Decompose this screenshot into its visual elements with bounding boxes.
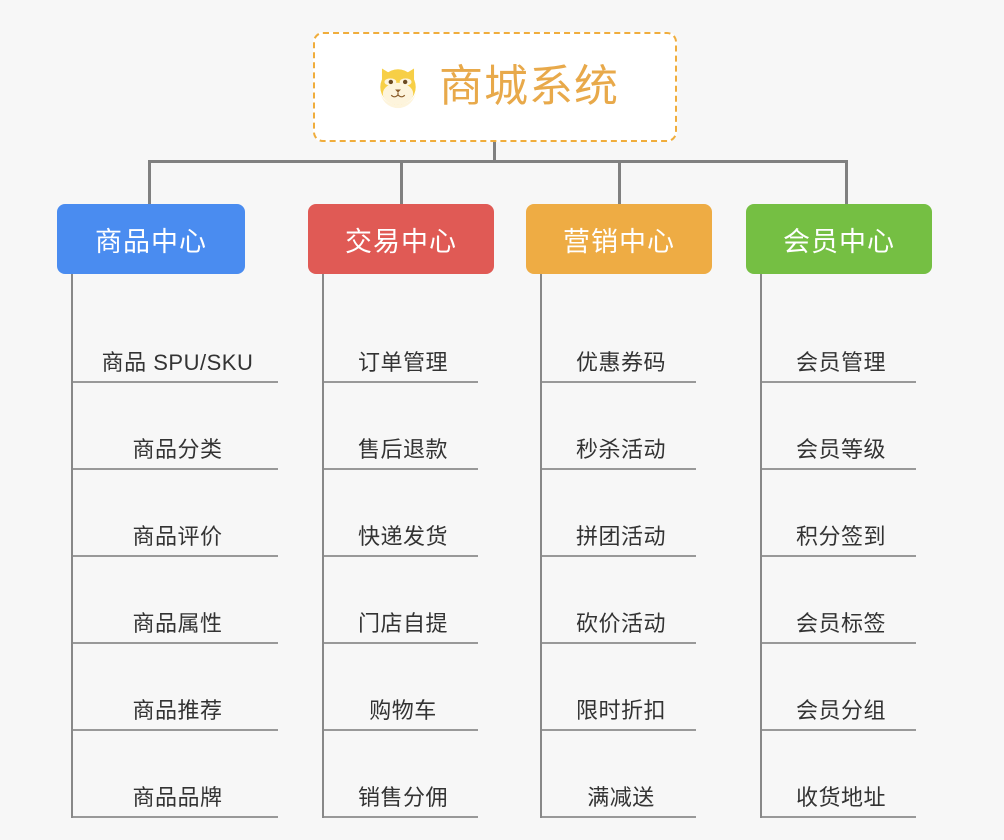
leaf-label: 会员分组: [795, 698, 886, 723]
category-column-trade-center: 交易中心 订单管理 售后退款 快递发货 门店自提 购物车 销售分佣: [308, 204, 494, 818]
leaf-label: 商品推荐: [132, 698, 223, 723]
leaf-item[interactable]: 会员标签: [762, 557, 916, 644]
leaf-list-marketing-center: 优惠券码 秒杀活动 拼团活动 砍价活动 限时折扣 满减送: [540, 274, 696, 818]
category-header-trade-center[interactable]: 交易中心: [308, 204, 494, 274]
leaf-label: 售后退款: [357, 437, 448, 462]
leaf-item[interactable]: 商品 SPU/SKU: [73, 296, 278, 383]
leaf-item[interactable]: 订单管理: [324, 296, 478, 383]
connector-drop-4: [845, 160, 848, 206]
leaf-item[interactable]: 会员等级: [762, 383, 916, 470]
leaf-label: 会员等级: [795, 437, 886, 462]
category-label: 营销中心: [563, 226, 675, 257]
leaf-label: 商品 SPU/SKU: [101, 350, 254, 375]
leaf-item[interactable]: 商品分类: [73, 383, 278, 470]
leaf-label: 秒杀活动: [575, 437, 666, 462]
leaf-item[interactable]: 门店自提: [324, 557, 478, 644]
root-node-shopping-mall-system[interactable]: 商城系统: [313, 32, 677, 142]
leaf-label: 砍价活动: [575, 611, 666, 636]
connector-horizontal-bus: [148, 160, 848, 163]
leaf-list-member-center: 会员管理 会员等级 积分签到 会员标签 会员分组 收货地址: [760, 274, 916, 818]
leaf-label: 购物车: [369, 698, 437, 723]
leaf-label: 拼团活动: [575, 524, 666, 549]
category-column-member-center: 会员中心 会员管理 会员等级 积分签到 会员标签 会员分组 收货地址: [746, 204, 932, 818]
leaf-label: 销售分佣: [357, 785, 448, 810]
leaf-label: 商品评价: [132, 524, 223, 549]
leaf-item[interactable]: 商品属性: [73, 557, 278, 644]
leaf-label: 会员管理: [795, 350, 886, 375]
leaf-item[interactable]: 商品品牌: [73, 731, 278, 818]
leaf-label: 积分签到: [795, 524, 886, 549]
leaf-label: 收货地址: [795, 785, 886, 810]
leaf-item[interactable]: 购物车: [324, 644, 478, 731]
leaf-item[interactable]: 商品推荐: [73, 644, 278, 731]
leaf-item[interactable]: 商品评价: [73, 470, 278, 557]
leaf-item[interactable]: 优惠券码: [542, 296, 696, 383]
root-title: 商城系统: [439, 62, 619, 111]
leaf-label: 订单管理: [357, 350, 448, 375]
category-label: 会员中心: [783, 226, 895, 257]
leaf-label: 商品属性: [132, 611, 223, 636]
leaf-item[interactable]: 砍价活动: [542, 557, 696, 644]
leaf-label: 优惠券码: [575, 350, 666, 375]
leaf-item[interactable]: 积分签到: [762, 470, 916, 557]
leaf-list-trade-center: 订单管理 售后退款 快递发货 门店自提 购物车 销售分佣: [322, 274, 478, 818]
leaf-item[interactable]: 秒杀活动: [542, 383, 696, 470]
leaf-label: 会员标签: [795, 611, 886, 636]
connector-root-stem: [493, 142, 496, 162]
leaf-item[interactable]: 售后退款: [324, 383, 478, 470]
category-header-member-center[interactable]: 会员中心: [746, 204, 932, 274]
leaf-item[interactable]: 会员管理: [762, 296, 916, 383]
leaf-list-product-center: 商品 SPU/SKU 商品分类 商品评价 商品属性 商品推荐 商品品牌: [71, 274, 278, 818]
category-label: 交易中心: [345, 226, 457, 257]
leaf-label: 门店自提: [357, 611, 448, 636]
leaf-item[interactable]: 收货地址: [762, 731, 916, 818]
shiba-dog-face-icon: [371, 60, 425, 114]
leaf-label: 商品分类: [132, 437, 223, 462]
category-label: 商品中心: [95, 226, 207, 257]
category-column-marketing-center: 营销中心 优惠券码 秒杀活动 拼团活动 砍价活动 限时折扣 满减送: [526, 204, 712, 818]
leaf-item[interactable]: 会员分组: [762, 644, 916, 731]
leaf-label: 满减送: [587, 785, 655, 810]
connector-drop-2: [400, 160, 403, 206]
category-header-marketing-center[interactable]: 营销中心: [526, 204, 712, 274]
leaf-label: 快递发货: [357, 524, 448, 549]
leaf-item[interactable]: 销售分佣: [324, 731, 478, 818]
leaf-item[interactable]: 满减送: [542, 731, 696, 818]
leaf-label: 商品品牌: [132, 785, 223, 810]
leaf-item[interactable]: 拼团活动: [542, 470, 696, 557]
connector-drop-1: [148, 160, 151, 206]
leaf-label: 限时折扣: [575, 698, 666, 723]
connector-drop-3: [618, 160, 621, 206]
leaf-item[interactable]: 限时折扣: [542, 644, 696, 731]
category-header-product-center[interactable]: 商品中心: [57, 204, 245, 274]
leaf-item[interactable]: 快递发货: [324, 470, 478, 557]
category-column-product-center: 商品中心 商品 SPU/SKU 商品分类 商品评价 商品属性 商品推荐 商品品牌: [57, 204, 278, 818]
